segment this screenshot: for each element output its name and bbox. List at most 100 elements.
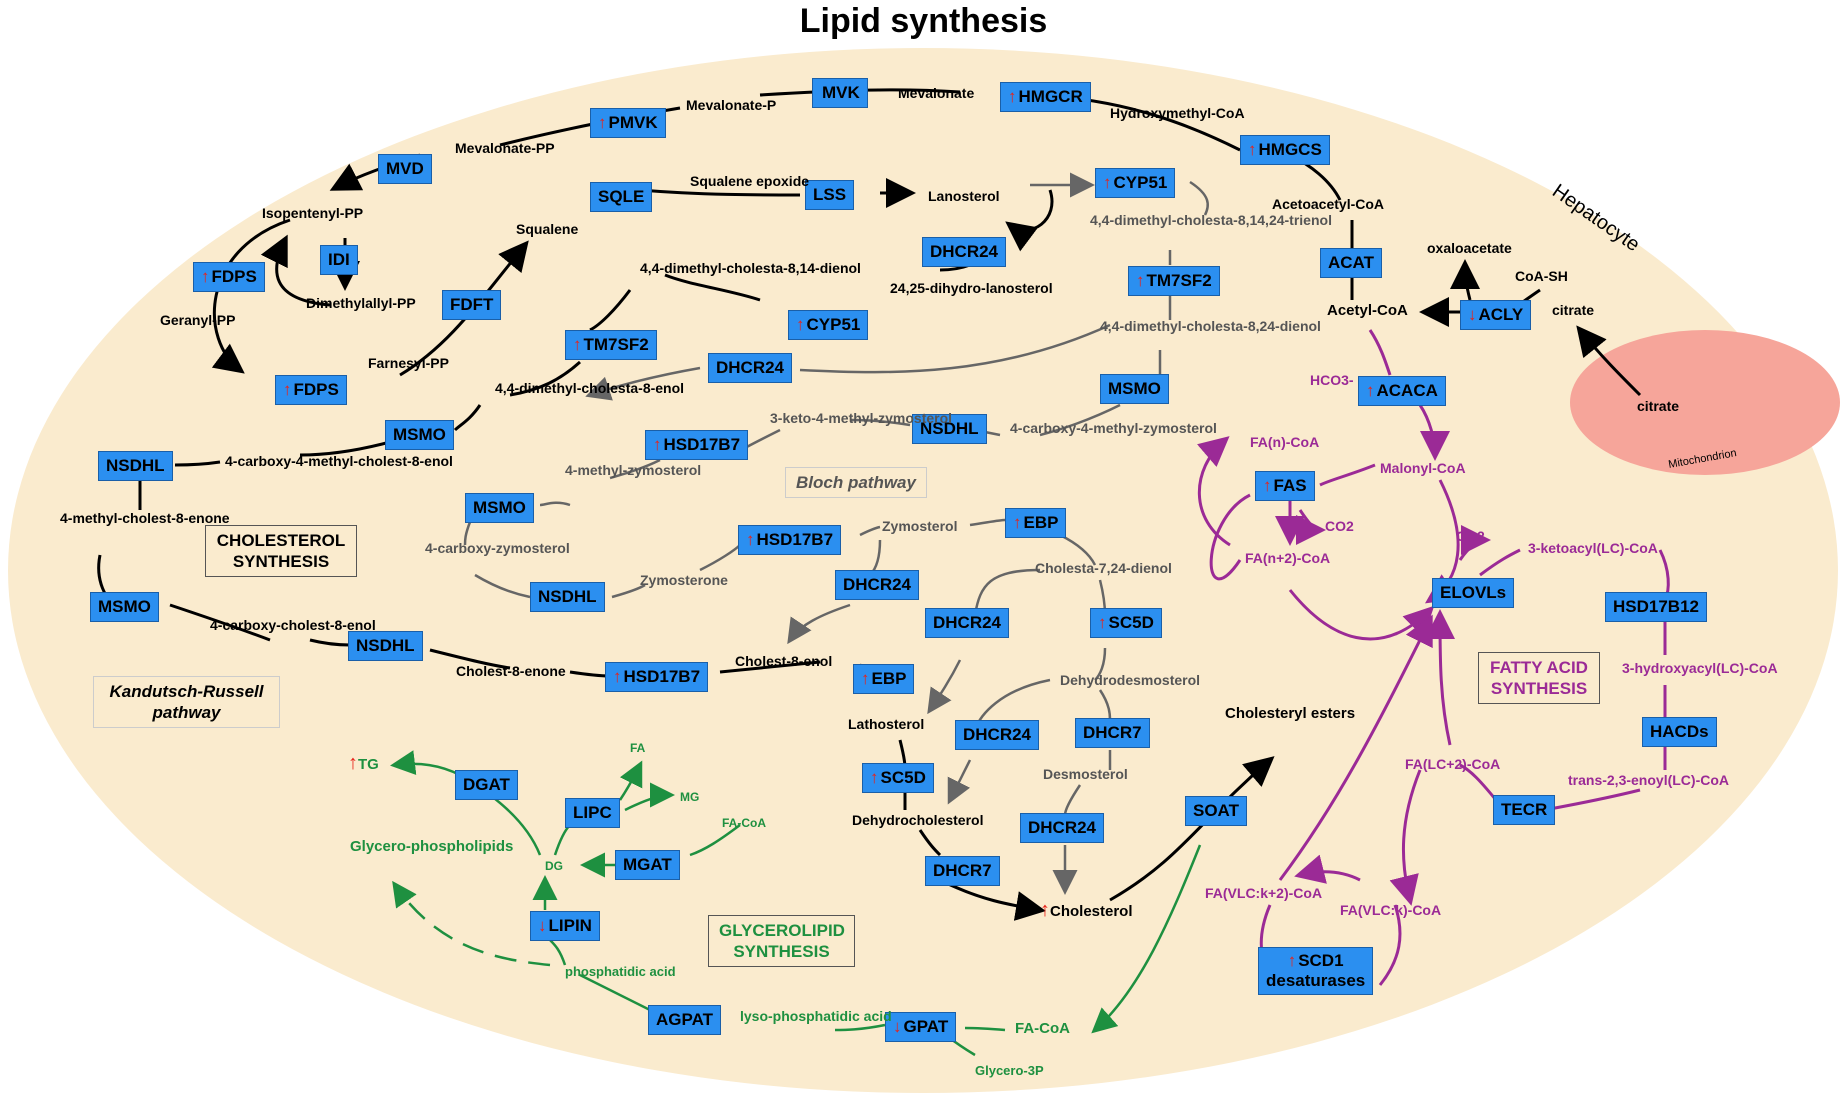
edge-zymosterol-ebp [969, 518, 1006, 527]
up-arrow-icon: ↑ [870, 768, 879, 787]
enzyme-soat: SOAT [1185, 796, 1247, 826]
enzyme-sc5d-left: ↑SC5D [862, 763, 934, 793]
edge-geranyl-loop [211, 218, 291, 374]
met-mevalonate: Mevalonate [898, 85, 975, 101]
edge-pa-glycero [392, 880, 551, 967]
enzyme-hsd17b7-a: ↑HSD17B7 [645, 430, 749, 460]
edge-carboxyzymo2-nsdhl [474, 573, 531, 599]
edge-nsdhl-enone [429, 648, 511, 670]
edge-enoyl-tecr [1544, 788, 1641, 812]
met-isopentenyl-pp: Isopentenyl-PP [262, 205, 364, 221]
enzyme-dhcr24-f: DHCR24 [1020, 813, 1105, 843]
enzyme-cyp51-lower: ↑CYP51 [788, 310, 869, 340]
met-cholest-8-enone: Cholest-8-enone [456, 663, 566, 679]
edge-ketozymo-hsd17b7 [744, 428, 781, 450]
down-arrow-icon: ↓ [538, 916, 547, 935]
met-lanosterol: Lanosterol [928, 188, 1000, 204]
edge-nsdhl-ketozymo [849, 418, 911, 427]
enzyme-dhcr24-a: DHCR24 [922, 237, 1007, 267]
enzyme-dgat: DGAT [455, 770, 518, 800]
edge-scd1-vlck [1378, 904, 1402, 986]
edge-agpat-pa [579, 973, 651, 1012]
figure-title: Lipid synthesis [799, 2, 1048, 40]
enzyme-fas: ↑FAS [1255, 471, 1315, 501]
edge-falc2-elovl [1425, 609, 1456, 746]
edge-soat-facoa [1091, 844, 1202, 1034]
edge-falc2-favlck [1389, 769, 1422, 906]
edge-cyp51-trienol [1189, 180, 1209, 216]
enzyme-idi: IDI [320, 245, 358, 275]
edge-cholesterol-esters [1109, 756, 1275, 902]
met-acetoacetyl-coa: Acetoacetyl-CoA [1272, 196, 1385, 212]
up-arrow-icon: ↑ [573, 335, 582, 354]
met-desmosterol: Desmosterol [1043, 766, 1128, 782]
label-bloch-pathway: Bloch pathway [785, 467, 927, 498]
up-arrow-icon: ↑ [1040, 899, 1050, 921]
enzyme-hacds: HACDs [1642, 717, 1717, 747]
label-kandutsch-russell: Kandutsch-Russell pathway [93, 676, 280, 728]
met-hydroxyacyl: 3-hydroxyacyl(LC)-CoA [1622, 660, 1778, 676]
enzyme-dhcr7-left: DHCR7 [925, 856, 1000, 886]
label-fatty-acid-synthesis: FATTY ACID SYNTHESIS [1478, 652, 1600, 704]
edge-sc5d-dehydrodesmo [1094, 647, 1107, 681]
enzyme-msmo-left: MSMO [90, 592, 159, 622]
up-arrow-icon: ↑ [1098, 613, 1107, 632]
met-trienol: 4,4-dimethyl-cholesta-8,14,24-trienol [1090, 212, 1332, 228]
met-dimethylallyl-pp: Dimethylallyl-PP [306, 295, 416, 311]
met-mevalonate-p: Mevalonate-P [686, 97, 777, 113]
met-fa-coa: FA-CoA [1015, 1020, 1070, 1037]
met-dg: DG [545, 859, 563, 873]
met-zymosterol: Zymosterol [882, 518, 958, 534]
enzyme-dhcr24-c: DHCR24 [835, 570, 920, 600]
met-glycero-3p: Glycero-3P [975, 1063, 1044, 1078]
met-co2-elovl: CO2 [1456, 528, 1485, 544]
met-fa: FA [630, 741, 646, 755]
edge-dehydrodesmo-dhcr7 [1098, 689, 1112, 721]
up-arrow-icon: ↑ [613, 667, 622, 686]
edge-acetyl-acaca [1368, 329, 1392, 376]
edge-mito-citrate [1576, 325, 1642, 397]
enzyme-acat: ACAT [1320, 248, 1382, 278]
met-keto-zymosterol: 3-keto-4-methyl-zymosterol [770, 410, 953, 426]
enzyme-tecr: TECR [1493, 795, 1556, 825]
enzyme-tm7sf2-right: ↑TM7SF2 [1128, 266, 1220, 296]
mitochondrion [1570, 330, 1840, 475]
edge-fan2-elovl [1288, 589, 1435, 641]
edge-squalene-epoxide [639, 188, 801, 197]
edge-dgat-tg [390, 750, 461, 777]
met-dehydrocholesterol: Dehydrocholesterol [852, 812, 984, 828]
met-dimethyl-8-enol: 4,4-dimethyl-cholesta-8-enol [495, 380, 685, 396]
down-arrow-icon: ↓ [1468, 305, 1477, 324]
edge-gpat-lyso [834, 1023, 886, 1032]
enzyme-hsd17b12: HSD17B12 [1605, 592, 1707, 622]
edge-dhcr24-lathosterol [927, 659, 962, 715]
up-arrow-icon: ↑ [1366, 381, 1375, 400]
edge-cholesta-dhcr24 [973, 568, 1041, 616]
up-arrow-icon: ↑ [746, 530, 755, 549]
met-squalene-epoxide: Squalene epoxide [690, 173, 810, 189]
enzyme-nsdhl-low: NSDHL [348, 631, 423, 661]
edge-hsd17b7-zymosterol [859, 525, 881, 537]
edge-lipc-mg [624, 782, 675, 812]
enzyme-ebp-upper: ↑EBP [1005, 508, 1067, 538]
enzyme-lipc: LIPC [565, 798, 620, 828]
met-tg: ↑TG [348, 752, 379, 774]
met-citrate: citrate [1552, 302, 1595, 318]
met-dienol-8-24: 4,4-dimethyl-cholesta-8,24-dienol [1100, 318, 1321, 334]
up-arrow-icon: ↑ [348, 752, 358, 774]
edge-dehydro-dhcr7 [918, 829, 942, 857]
met-methyl-zymosterol: 4-methyl-zymosterol [565, 462, 702, 478]
enzyme-elovls: ELOVLs [1432, 578, 1515, 608]
met-squalene: Squalene [516, 221, 579, 237]
met-geranyl-pp: Geranyl-PP [160, 312, 236, 328]
enzyme-hsd17b7-b: ↑HSD17B7 [738, 525, 842, 555]
up-arrow-icon: ↑ [283, 380, 292, 399]
edge-vlck2-elovl [1278, 614, 1433, 881]
down-arrow-icon: ↓ [893, 1017, 902, 1036]
edge-elovl-co2 [1458, 525, 1491, 561]
met-ketoacyl: 3-ketoacyl(LC)-CoA [1528, 540, 1658, 556]
edge-fan2-loop [1197, 436, 1231, 547]
up-arrow-icon: ↑ [201, 267, 210, 286]
enzyme-mgat: MGAT [615, 850, 680, 880]
